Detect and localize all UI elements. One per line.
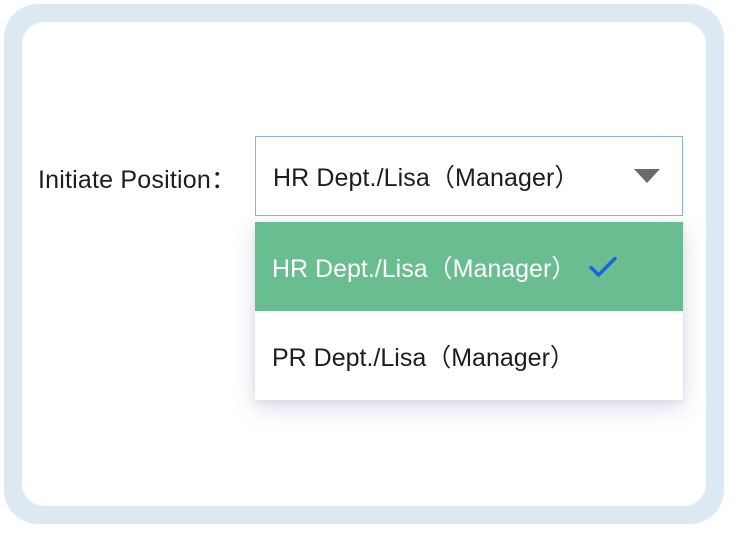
initiate-position-row: Initiate Position： [38, 158, 236, 202]
position-select-wrapper: HR Dept./Lisa（Manager） HR Dept./Lisa（Man… [255, 136, 683, 400]
dropdown-option-label: PR Dept./Lisa（Manager） [272, 343, 575, 372]
position-select-value: HR Dept./Lisa（Manager） [273, 164, 580, 192]
chevron-down-icon[interactable] [634, 169, 660, 183]
check-icon [588, 255, 618, 279]
dropdown-option-pr[interactable]: PR Dept./Lisa（Manager） [255, 311, 683, 400]
position-select[interactable]: HR Dept./Lisa（Manager） [255, 136, 683, 216]
position-dropdown-panel: HR Dept./Lisa（Manager） PR Dept./Lisa（Man… [255, 222, 683, 400]
dropdown-option-label: HR Dept./Lisa（Manager） [272, 254, 577, 283]
dropdown-option-hr[interactable]: HR Dept./Lisa（Manager） [255, 222, 683, 311]
initiate-position-label: Initiate Position： [38, 166, 237, 194]
